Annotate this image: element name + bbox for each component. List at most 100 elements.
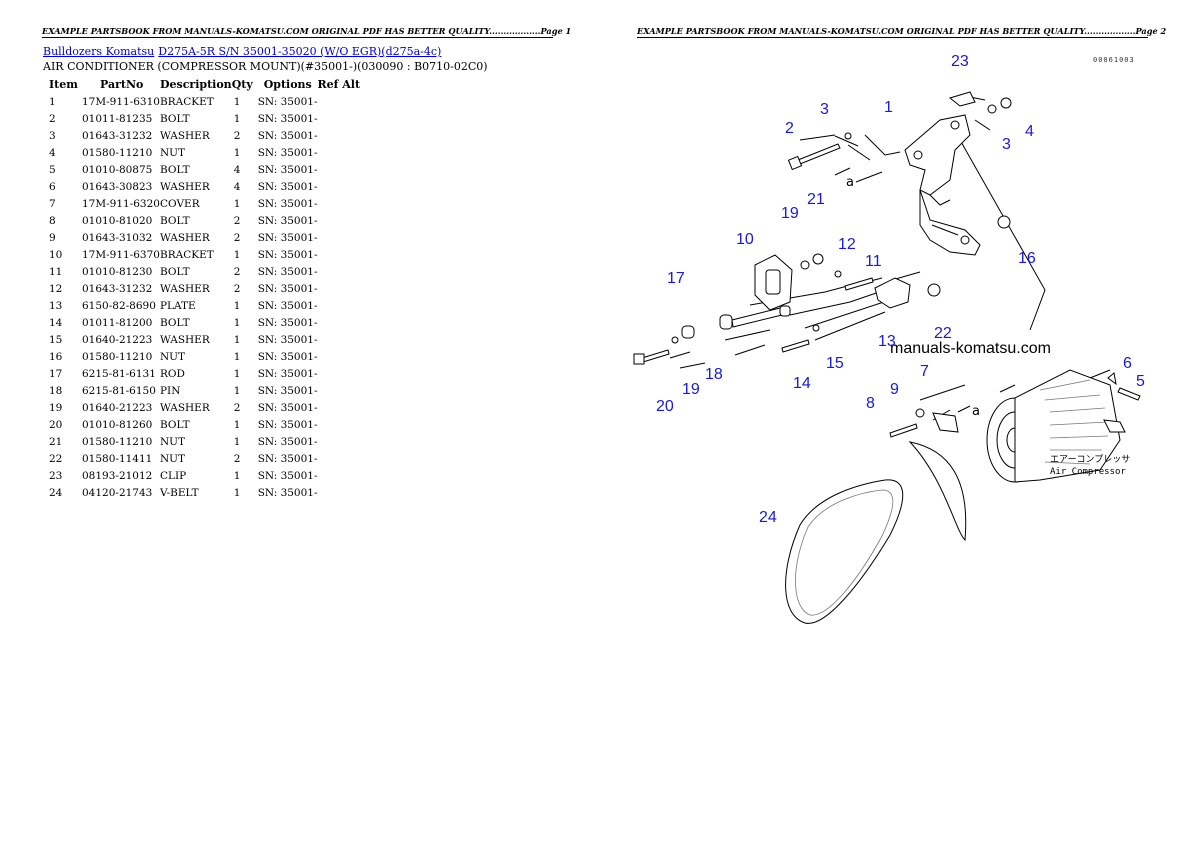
cell-ref-alt (318, 110, 368, 127)
cell-qty: 1 (233, 316, 241, 329)
cell-description: BOLT (159, 112, 190, 125)
cell-qty: 4 (233, 163, 241, 176)
cell-item: 17 (49, 367, 63, 380)
cell-options: SN: 35001- (257, 265, 318, 278)
cell-qty: 4 (233, 180, 241, 193)
breadcrumb-link-model[interactable]: D275A-5R S/N 35001-35020 (W/O EGR)(d275a… (158, 45, 442, 58)
cell-partno: 01643-31232 (82, 282, 153, 295)
label-compressor-en: Air Compressor (1050, 467, 1126, 477)
cell-qty: 2 (233, 265, 241, 278)
cell-options: SN: 35001- (257, 231, 318, 244)
cell-partno: 01580-11411 (82, 452, 153, 465)
cell-partno: 6215-81-6131 (82, 367, 156, 380)
clip-part-23 (948, 91, 976, 107)
cell-item: 22 (49, 452, 63, 465)
cell-description: WASHER (159, 129, 210, 142)
cell-description: NUT (159, 350, 186, 363)
cell-qty: 1 (233, 486, 241, 499)
cell-description: WASHER (159, 180, 210, 193)
cell-qty: 2 (233, 129, 241, 142)
cell-options: SN: 35001- (257, 418, 318, 431)
cell-ref-alt (318, 246, 368, 263)
cell-partno: 01580-11210 (82, 146, 153, 159)
callout-17: 17 (667, 270, 685, 287)
cell-ref-alt (318, 450, 368, 467)
cell-qty: 2 (233, 401, 241, 414)
cell-partno: 17M-911-6320 (82, 197, 160, 210)
callout-12: 12 (838, 236, 856, 253)
cell-qty: 2 (233, 452, 241, 465)
callout-15: 15 (826, 355, 844, 372)
callout-9: 9 (890, 381, 899, 398)
cover-part-7 (908, 441, 967, 542)
callout-7: 7 (920, 363, 929, 380)
cell-ref-alt (318, 467, 368, 484)
cell-ref-alt (318, 433, 368, 450)
cell-partno: 01580-11210 (82, 435, 153, 448)
washer-part-9 (915, 408, 925, 418)
air-compressor-part (986, 369, 1126, 483)
cell-item: 19 (49, 401, 63, 414)
col-header-partno: PartNo (100, 78, 144, 91)
cell-options: SN: 35001- (257, 452, 318, 465)
cell-ref-alt (318, 280, 368, 297)
callout-4: 4 (1025, 123, 1034, 140)
cell-options: SN: 35001- (257, 180, 318, 193)
cell-options: SN: 35001- (257, 401, 318, 414)
bolt-part-5 (1117, 387, 1141, 401)
callout-11: 11 (865, 253, 882, 270)
cell-qty: 1 (233, 248, 241, 261)
cell-item: 12 (49, 282, 63, 295)
cell-partno: 6150-82-8690 (82, 299, 156, 312)
cell-qty: 2 (233, 282, 241, 295)
cell-item: 3 (49, 129, 56, 142)
cell-qty: 1 (233, 469, 241, 482)
cell-ref-alt (318, 212, 368, 229)
rod-part-17 (719, 305, 791, 330)
cell-description: BOLT (159, 316, 190, 329)
cell-partno: 01640-21223 (82, 333, 153, 346)
cell-description: CLIP (159, 469, 187, 482)
col-header-qty: Qty (231, 78, 253, 91)
cell-description: BOLT (159, 214, 190, 227)
col-header-ref-alt: Ref Alt (317, 78, 361, 91)
reference-arrow-a2 (957, 405, 971, 413)
v-belt-part-24 (785, 479, 904, 624)
cell-item: 1 (49, 95, 56, 108)
cell-options: SN: 35001- (257, 333, 318, 346)
cell-item: 9 (49, 231, 56, 244)
cell-partno: 01640-21223 (82, 401, 153, 414)
cell-ref-alt (318, 365, 368, 382)
cell-partno: 17M-911-6310 (82, 95, 160, 108)
cell-item: 14 (49, 316, 63, 329)
cell-item: 10 (49, 248, 63, 261)
cell-ref-alt (318, 297, 368, 314)
cell-partno: 04120-21743 (82, 486, 153, 499)
cell-options: SN: 35001- (257, 316, 318, 329)
cell-ref-alt (318, 229, 368, 246)
cell-description: BRACKET (159, 95, 214, 108)
cell-ref-alt (318, 331, 368, 348)
label-compressor-jp: エアーコンプレッサ (1050, 454, 1130, 465)
page-header-2: EXAMPLE PARTSBOOK FROM MANUALS-KOMATSU.C… (637, 26, 1167, 38)
breadcrumb-link-category[interactable]: Bulldozers Komatsu (43, 45, 155, 58)
callout-23: 23 (951, 53, 969, 70)
cell-item: 8 (49, 214, 56, 227)
washer-part-19b (671, 336, 679, 344)
washer-part-3b (987, 104, 997, 114)
cell-partno: 01010-80875 (82, 163, 153, 176)
cell-ref-alt (318, 195, 368, 212)
col-header-options: Options (263, 78, 312, 91)
cell-ref-alt (318, 399, 368, 416)
cell-item: 13 (49, 299, 63, 312)
cell-partno: 6215-81-6150 (82, 384, 156, 397)
